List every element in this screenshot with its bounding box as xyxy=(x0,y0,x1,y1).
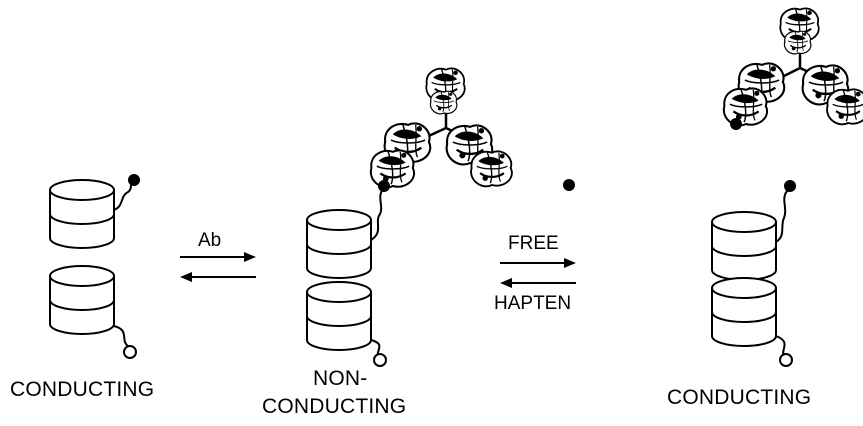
channel-subunit-bottom xyxy=(306,281,372,351)
channel-left xyxy=(49,174,140,359)
channel-subunit-bottom xyxy=(49,265,115,335)
label-free: FREE xyxy=(508,233,559,254)
label-ab: Ab xyxy=(198,230,222,251)
channel-subunit-top xyxy=(711,211,777,281)
label-right-conducting: CONDUCTING xyxy=(667,386,812,409)
anchor-circle xyxy=(123,345,137,359)
label-non: NON- xyxy=(313,367,368,390)
linker-bottom xyxy=(113,325,129,347)
hapten-dot xyxy=(128,174,140,186)
hapten-dot xyxy=(378,180,390,192)
label-left-conducting: CONDUCTING xyxy=(10,378,155,401)
anchor-circle xyxy=(373,353,387,367)
channel-right xyxy=(711,180,796,367)
anchor-circle xyxy=(779,353,793,367)
linker-bottom xyxy=(775,335,786,357)
equilibrium-arrows-free-hapten xyxy=(500,258,576,288)
hapten-dot xyxy=(730,118,742,130)
channel-middle xyxy=(306,187,387,367)
linker-top xyxy=(370,187,385,241)
label-conducting-middle: CONDUCTING xyxy=(262,395,407,418)
channel-subunit-bottom xyxy=(711,277,777,347)
antibody-bound xyxy=(369,66,513,192)
free-hapten-dot xyxy=(563,179,575,191)
channel-subunit-top xyxy=(49,179,115,249)
antibody-free xyxy=(722,6,863,130)
label-hapten: HAPTEN xyxy=(494,293,572,314)
hapten-dot xyxy=(784,180,796,192)
linker-top xyxy=(775,189,789,243)
equilibrium-arrows-ab xyxy=(180,252,256,282)
channel-subunit-top xyxy=(306,209,372,279)
